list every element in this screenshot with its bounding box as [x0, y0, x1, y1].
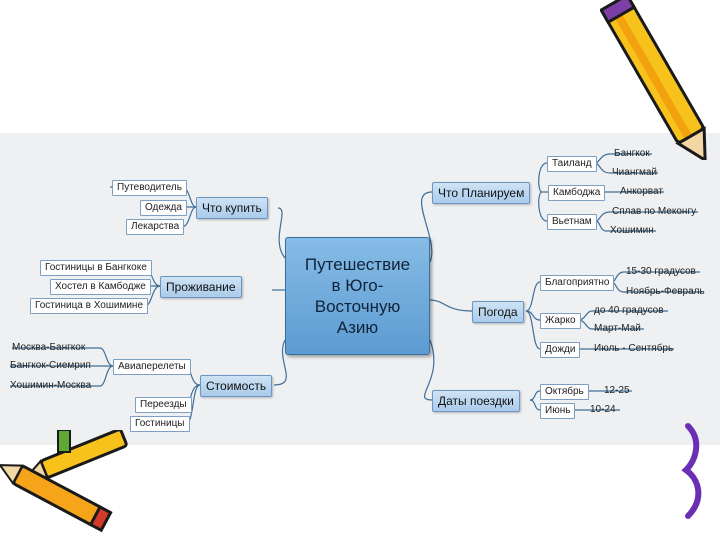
weather-favorable-temp: 15-30 градусов — [626, 265, 696, 279]
flight-bangkok-siemreap: Бангкок-Сиемрип — [10, 359, 91, 373]
stay-item-hochiminh-hotel[interactable]: Гостиница в Хошимине — [30, 298, 148, 314]
purple-bracket-icon — [676, 420, 720, 520]
place-hochiminh: Хошимин — [610, 224, 654, 238]
topic-accommodation[interactable]: Проживание — [160, 276, 242, 298]
date-october[interactable]: Октябрь — [540, 384, 589, 400]
buy-item-clothes[interactable]: Одежда — [140, 200, 187, 216]
stay-item-cambodia-hostel[interactable]: Хостел в Камбодже — [50, 279, 151, 295]
place-angkor-wat: Анкорват — [620, 185, 663, 199]
cost-item-flights[interactable]: Авиаперелеты — [113, 359, 191, 375]
date-june-range: 10-24 — [590, 403, 616, 417]
topic-trip-dates[interactable]: Даты поездки — [432, 390, 520, 412]
weather-rain-months: Июль - Сентябрь — [594, 342, 673, 356]
pencils-bottom-left-icon — [0, 430, 150, 540]
cost-item-transfers[interactable]: Переезды — [135, 397, 192, 413]
buy-item-medicine[interactable]: Лекарства — [126, 219, 184, 235]
pencil-top-right-icon — [600, 0, 720, 160]
plan-country-vietnam[interactable]: Вьетнам — [547, 214, 597, 230]
place-mekong-rafting: Сплав по Меконгу — [612, 205, 696, 219]
weather-hot-months: Март-Май — [594, 322, 641, 336]
date-october-range: 12-25 — [604, 384, 630, 398]
weather-favorable[interactable]: Благоприятно — [540, 275, 614, 291]
topic-cost[interactable]: Стоимость — [200, 375, 272, 397]
flight-hochiminh-moscow: Хошимин-Москва — [10, 379, 91, 393]
central-topic[interactable]: Путешествие в Юго- Восточную Азию — [285, 237, 430, 355]
weather-favorable-months: Ноябрь-Февраль — [626, 285, 705, 299]
flight-moscow-bangkok: Москва-Бангкок — [12, 341, 85, 355]
stay-item-bangkok-hotels[interactable]: Гостиницы в Бангкоке — [40, 260, 152, 276]
weather-hot-temp: до 40 градусов — [594, 304, 664, 318]
plan-country-thailand[interactable]: Таиланд — [547, 156, 597, 172]
topic-weather[interactable]: Погода — [472, 301, 524, 323]
plan-country-cambodia[interactable]: Камбоджа — [548, 185, 605, 201]
weather-rain[interactable]: Дожди — [540, 342, 580, 358]
topic-what-to-buy[interactable]: Что купить — [196, 197, 268, 219]
date-june[interactable]: Июнь — [540, 403, 575, 419]
place-chiangmai: Чиангмай — [612, 166, 657, 180]
topic-plans[interactable]: Что Планируем — [432, 182, 530, 204]
buy-item-guidebook[interactable]: Путеводитель — [112, 180, 187, 196]
weather-hot[interactable]: Жарко — [540, 313, 581, 329]
